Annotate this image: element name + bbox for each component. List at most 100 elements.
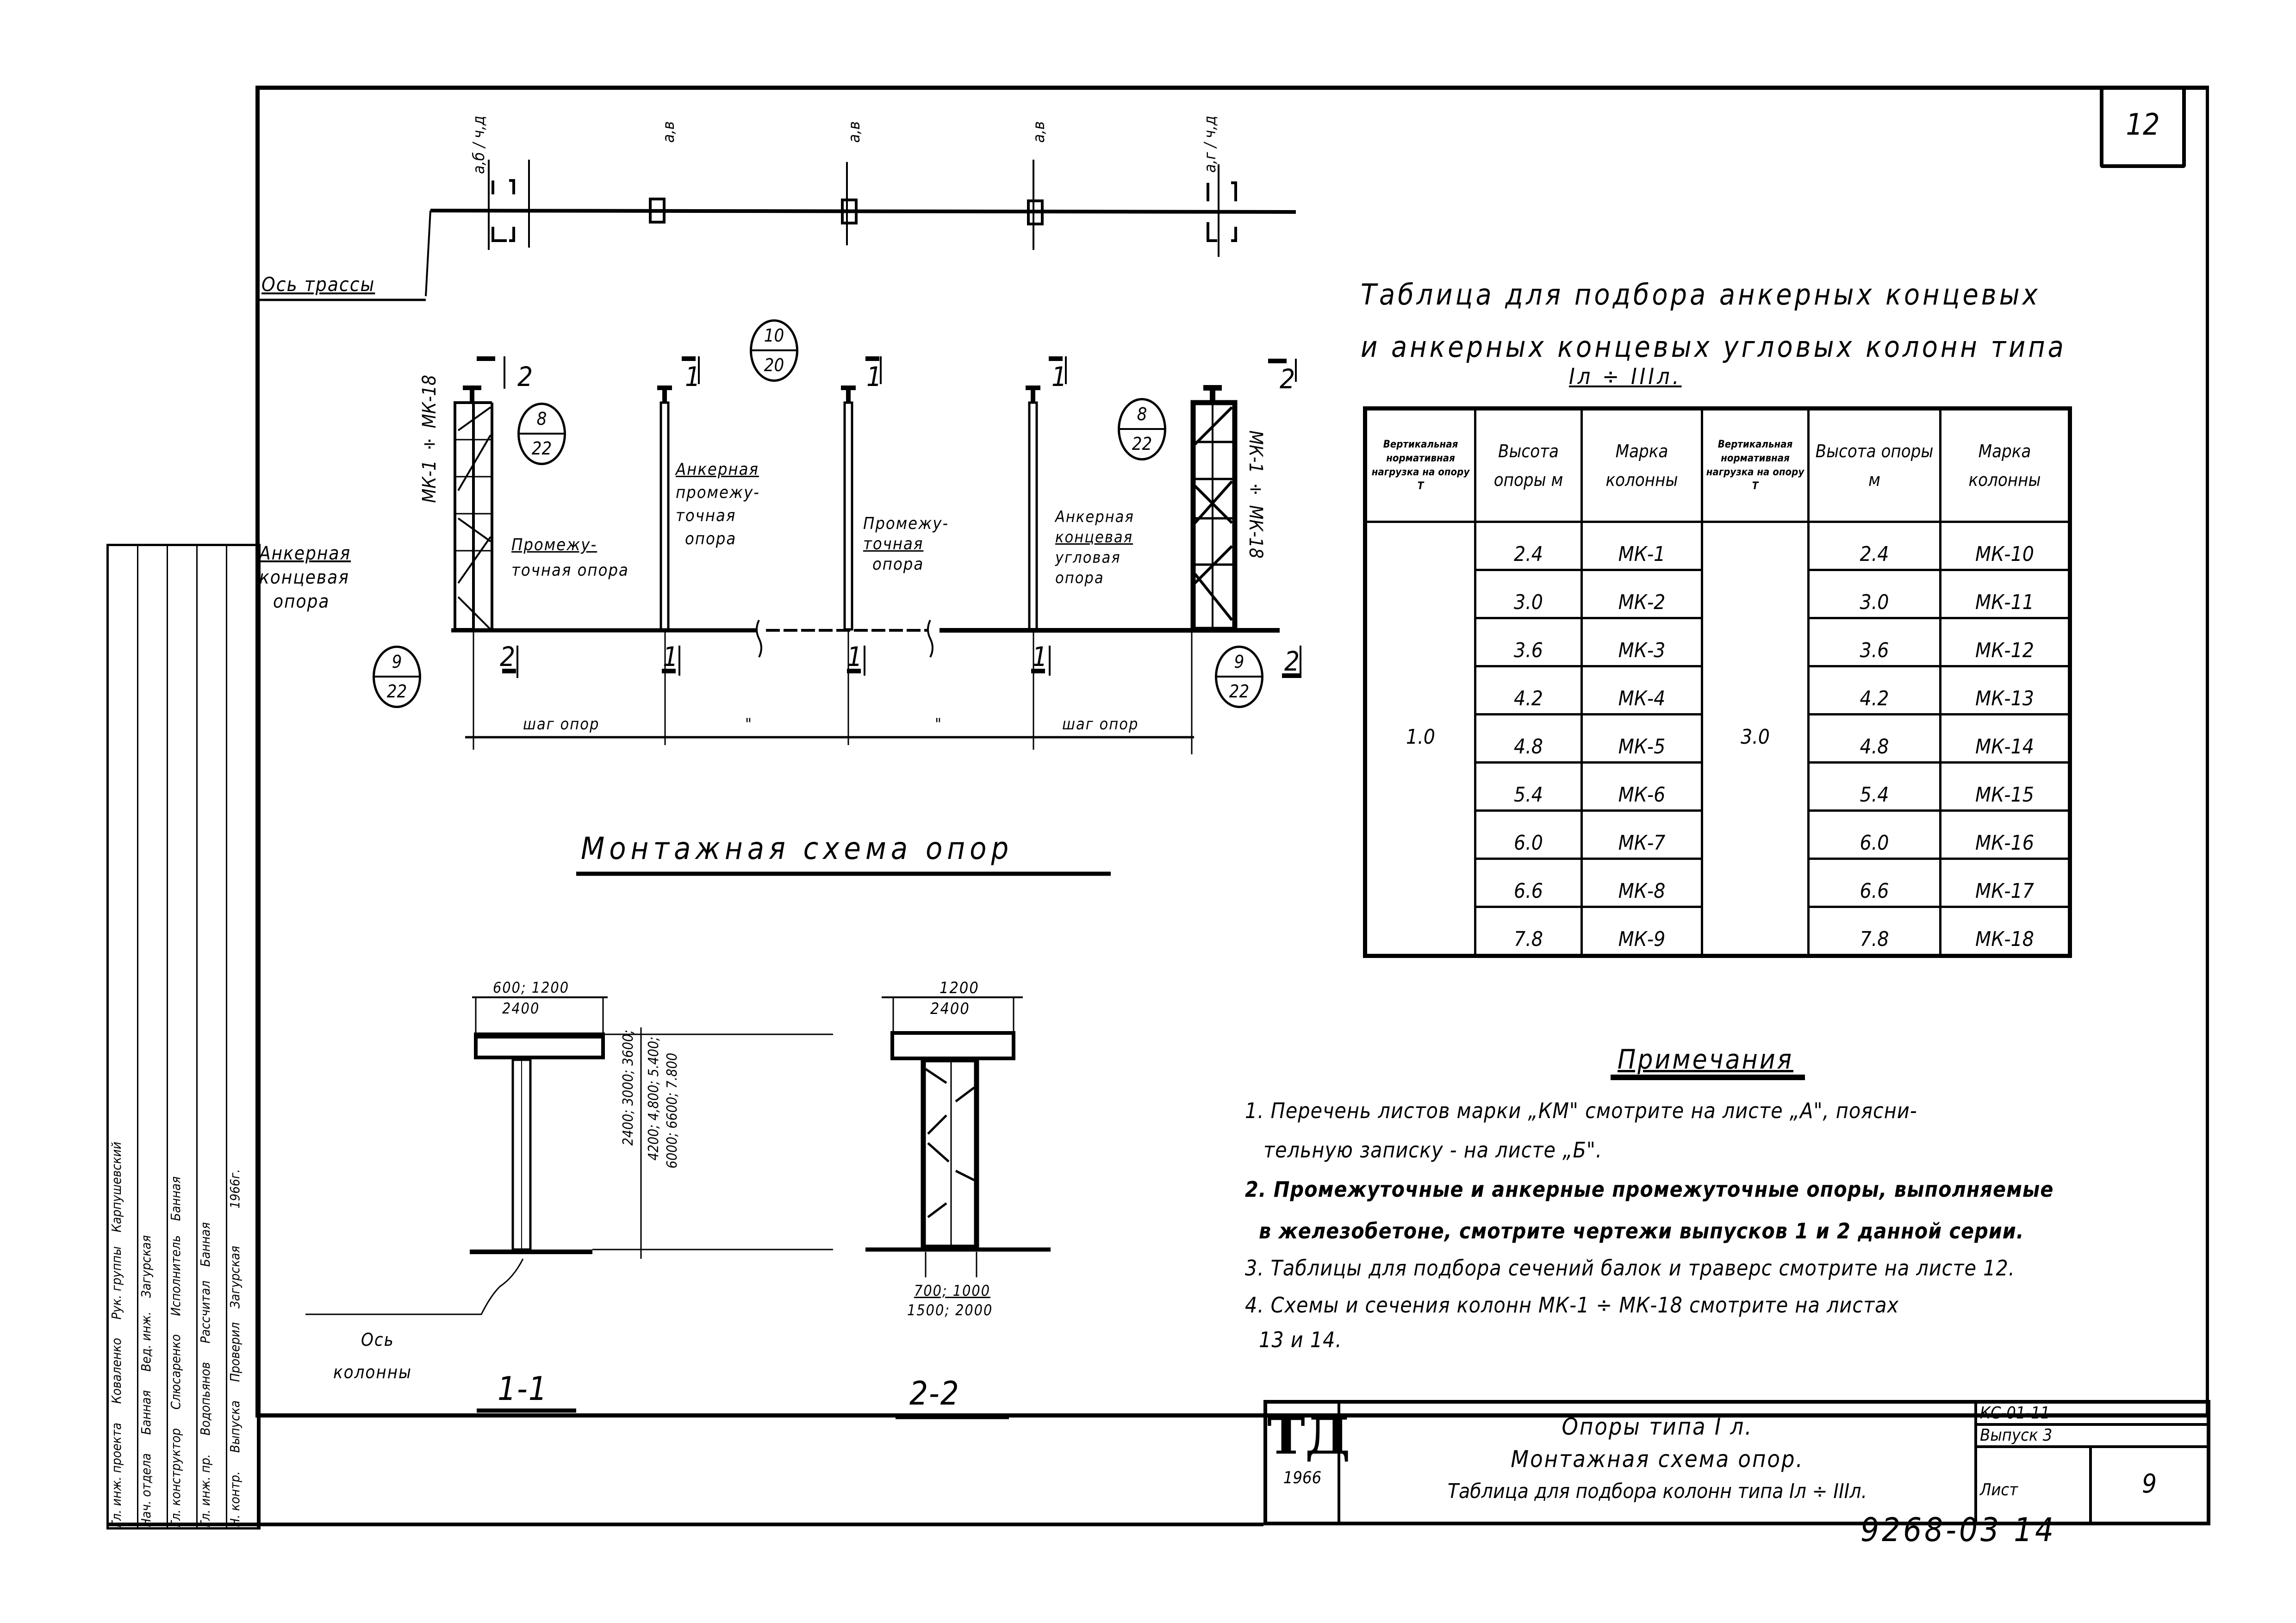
- height-right: 7.8: [1807, 906, 1941, 957]
- title-block-code: КС-01-11: [1977, 1404, 2207, 1426]
- height-right: 6.0: [1807, 809, 1941, 860]
- elevation-title: Монтажная схема опор: [581, 831, 1014, 866]
- label-anchor-intermediate: Анкерная промежу- точная опора: [676, 460, 760, 548]
- title-block-year: 1966: [1283, 1468, 1322, 1487]
- mark-right: МК-12: [1939, 617, 2071, 667]
- height-left: 4.8: [1474, 713, 1583, 764]
- axis-mark-4: а,в: [1030, 121, 1048, 143]
- height-left: 3.0: [1474, 569, 1583, 619]
- mark-right: МК-18: [1939, 906, 2071, 957]
- axis-mark-3: а,в: [845, 121, 864, 143]
- mark-left: МК-4: [1580, 665, 1703, 715]
- intermediate-posts: [657, 386, 1040, 631]
- height-left: 2.4: [1474, 521, 1583, 571]
- title-block-logo-cell: ТД 1966: [1267, 1404, 1350, 1522]
- column-selection-table: Вертикальная нормативная нагрузка на опо…: [1363, 406, 2072, 958]
- title-block-issue: Выпуск 3: [1977, 1426, 2207, 1448]
- lattice-column-left: [454, 386, 493, 631]
- header-load-left: Вертикальная нормативная нагрузка на опо…: [1364, 407, 1476, 523]
- drawing-number: 9268-03 14: [1860, 1511, 2057, 1549]
- label-anchor-end: Анкерная концевая опора: [259, 543, 351, 612]
- mark-left: МК-9: [1580, 906, 1703, 957]
- title-block-right: КС-01-11 Выпуск 3 Лист 9: [1974, 1404, 2207, 1522]
- mark-right: МК-11: [1939, 569, 2071, 619]
- header-load-right: Вертикальная нормативная нагрузка на опо…: [1701, 407, 1810, 523]
- label-anchor-end-corner: Анкерная концевая угловая опора: [1055, 508, 1134, 587]
- note-line-5: 3. Таблицы для подбора сечений балок и т…: [1245, 1256, 2015, 1281]
- mark-left: МК-7: [1580, 809, 1703, 860]
- mark-left: МК-2: [1580, 569, 1703, 619]
- mark-right: МК-16: [1939, 809, 2071, 860]
- mark-right: МК-15: [1939, 761, 2071, 812]
- note-line-3: 2. Промежуточные и анкерные промежуточны…: [1245, 1177, 2054, 1202]
- note-line-6: 4. Схемы и сечения колонн МК-1 ÷ МК-18 с…: [1245, 1293, 1899, 1318]
- span-label-1: шаг опор: [523, 715, 600, 734]
- section-mark-bottom-2: 1: [663, 641, 679, 672]
- mark-left: МК-3: [1580, 617, 1703, 667]
- route-axis-line: [430, 209, 1296, 214]
- section-mark-bottom-1: 2: [500, 641, 516, 672]
- section-mark-top-3: 1: [866, 361, 883, 392]
- height-right: 5.4: [1807, 761, 1941, 812]
- mark-left: МК-5: [1580, 713, 1703, 764]
- notes: 1. Перечень листов марки „КМ" смотрите н…: [1245, 1088, 2053, 1356]
- column-plan-symbols: [492, 179, 1237, 242]
- section-1-1-title: 1-1: [498, 1370, 548, 1408]
- note-line-4: в железобетоне, смотрите чертежи выпуско…: [1259, 1219, 2024, 1244]
- height-left: 4.2: [1474, 665, 1583, 715]
- title-block-line-2: Монтажная схема опор.: [1511, 1446, 1804, 1473]
- node-ref-right-top: 8 22: [1118, 398, 1166, 460]
- load-right: 3.0: [1701, 521, 1810, 957]
- height-right: 4.2: [1807, 665, 1941, 715]
- section-1-1-height-dim-1: 2400; 3000; 3600;: [620, 1030, 636, 1146]
- node-ref-right-bottom: 9 22: [1215, 646, 1263, 708]
- side-stamp-col-1: Гл. инж. проекта Коваленко Рук. группы К…: [109, 546, 138, 1527]
- load-left: 1.0: [1364, 521, 1476, 957]
- table-title-line-2: и анкерных концевых угловых колонн типа: [1361, 330, 2066, 364]
- title-block-sheet-number: 9: [2141, 1469, 2157, 1499]
- note-line-1: 1. Перечень листов марки „КМ" смотрите н…: [1245, 1098, 1917, 1123]
- section-mark-top-2: 1: [685, 361, 702, 392]
- header-height-left: Высота опоры м: [1474, 407, 1583, 523]
- header-height-right: Высота опоры м: [1807, 407, 1941, 523]
- table-header-row: Вертикальная нормативная нагрузка на опо…: [1364, 407, 2071, 523]
- header-mark-left: Марка колонны: [1580, 407, 1703, 523]
- height-right: 3.0: [1807, 569, 1941, 619]
- route-axis-label: Ось трассы: [261, 273, 375, 296]
- corner-number: 12: [2126, 108, 2160, 142]
- section-mark-top-1: 2: [517, 361, 534, 392]
- height-left: 5.4: [1474, 761, 1583, 812]
- section-1-1-height-dim-2: 4200; 4,800; 5.400;: [646, 1037, 662, 1161]
- side-stamp-col-2: Нач. отдела Банная Вед. инж. Загурская: [138, 546, 168, 1527]
- section-mark-top-4: 1: [1052, 361, 1068, 392]
- height-right: 4.8: [1807, 713, 1941, 764]
- right-column-mark: МК-1 ÷ МК-18: [1245, 430, 1266, 559]
- section-1-1-top-dim2: 2400: [502, 1000, 540, 1017]
- bottom-frame-line: [106, 1523, 1263, 1526]
- title-block-sheet-label: Лист: [1977, 1448, 2092, 1522]
- note-line-2: тельную записку - на листе „Б".: [1263, 1138, 1603, 1163]
- mark-right: МК-17: [1939, 858, 2071, 908]
- node-ref-left-bottom: 9 22: [373, 646, 421, 708]
- axis-mark-1: а,б / ч,д: [470, 116, 488, 174]
- axis-mark-2: а,в: [660, 121, 678, 143]
- section-mark-bottom-3: 1: [847, 641, 864, 672]
- notes-title: Примечания: [1618, 1044, 1793, 1075]
- section-mark-bottom-5: 2: [1284, 646, 1301, 677]
- mark-left: МК-8: [1580, 858, 1703, 908]
- section-mark-bottom-4: 1: [1032, 641, 1049, 672]
- note-line-7: 13 и 14.: [1259, 1327, 1342, 1352]
- section-2-2-title: 2-2: [909, 1374, 960, 1412]
- height-right: 2.4: [1807, 521, 1941, 571]
- section-1-1-axis-label: Ось колонны: [333, 1330, 412, 1382]
- title-block-line-3: Таблица для подбора колонн типа Iл ÷ III…: [1447, 1480, 1867, 1503]
- title-block-text: Опоры типа I л. Монтажная схема опор. Та…: [1340, 1404, 1974, 1522]
- side-stamp-date: 1966г.: [227, 1169, 243, 1209]
- title-block-logo: ТД: [1267, 1406, 1350, 1466]
